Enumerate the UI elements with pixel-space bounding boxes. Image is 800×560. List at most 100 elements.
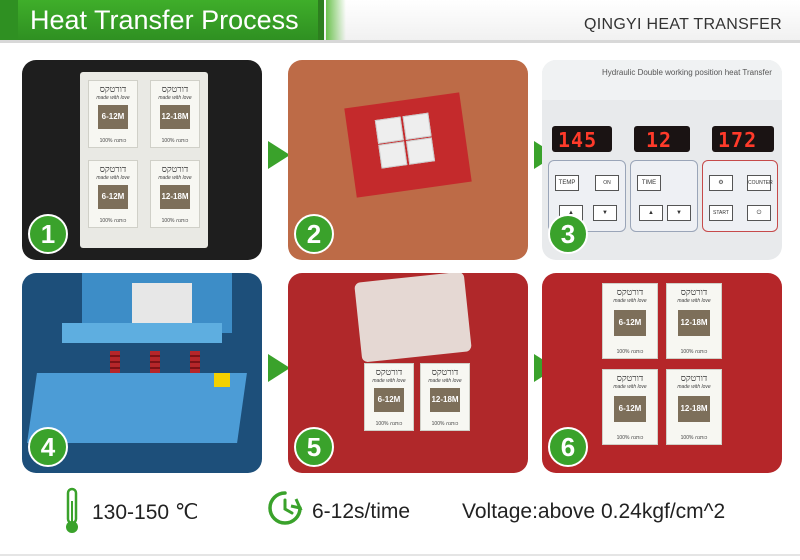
label-card: דורטקס made with love 6-12M כותנה 100%	[602, 369, 658, 445]
page-title: Heat Transfer Process	[30, 5, 299, 35]
on-button[interactable]: ON	[595, 175, 619, 191]
label-size: 12-18M	[678, 396, 710, 422]
label-size: 12-18M	[160, 105, 190, 129]
label-brand: דורטקס	[680, 374, 708, 384]
label-card: דורטקס made with love 12-18M כותנה 100%	[420, 363, 470, 431]
label-card: דורטקס made with love 12-18M כותנה 100%	[666, 369, 722, 445]
label-foot: כותנה 100%	[375, 421, 403, 427]
machine-control-box	[132, 283, 192, 323]
label-card: דורטקס made with love 6-12M כותנה 100%	[88, 80, 138, 148]
counter-button[interactable]: COUNTER	[747, 175, 773, 191]
start-button-group: ⚙ COUNTER START ⏻	[702, 160, 778, 232]
label-size: 6-12M	[614, 310, 646, 336]
step-5-panel: דורטקס made with love 6-12M כותנה 100% ד…	[288, 273, 528, 473]
label-size: 6-12M	[98, 185, 128, 209]
label-sub: made with love	[677, 298, 711, 304]
step-4-panel: 4	[22, 273, 262, 473]
label-brand: דורטקס	[431, 368, 459, 378]
label-foot: כותנה 100%	[680, 349, 708, 355]
label-card: דורטקס made with love 6-12M כותנה 100%	[88, 160, 138, 228]
time-button-group: TIME ▲ ▼	[630, 160, 698, 232]
step-3-panel: Hydraulic Double working position heat T…	[542, 60, 782, 260]
label-brand: דורטקס	[161, 85, 189, 95]
display-value: 12	[646, 128, 673, 152]
label-brand: דורטקס	[99, 165, 127, 175]
time-button[interactable]: TIME	[637, 175, 661, 191]
label-size: 12-18M	[678, 310, 710, 336]
title-tab-edge	[318, 0, 324, 40]
header: Heat Transfer Process QINGYI HEAT TRANSF…	[0, 0, 800, 46]
temp-button[interactable]: TEMP	[555, 175, 579, 191]
voltage-spec: Voltage:above 0.24kgf/cm^2	[462, 500, 726, 523]
bottom-divider	[0, 554, 800, 556]
header-divider	[0, 40, 800, 43]
mode-button[interactable]: ⚙	[709, 175, 733, 191]
label-card: דורטקס made with love 6-12M כותנה 100%	[602, 283, 658, 359]
label-size: 6-12M	[374, 388, 404, 412]
power-button[interactable]: ⏻	[747, 205, 771, 221]
label-brand: דורטקס	[161, 165, 189, 175]
thermometer-icon	[66, 487, 78, 533]
step-2-panel: 2	[288, 60, 528, 260]
label-foot: כותנה 100%	[431, 421, 459, 427]
label-foot: כותנה 100%	[680, 435, 708, 441]
up-button[interactable]: ▲	[639, 205, 663, 221]
label-foot: כותנה 100%	[99, 138, 127, 144]
label-brand: דורטקס	[616, 374, 644, 384]
press-plate	[62, 323, 222, 343]
label-foot: כותנה 100%	[161, 218, 189, 224]
spring	[190, 351, 200, 381]
title-tab	[18, 0, 318, 40]
step-number: 5	[294, 427, 334, 467]
temperature-spec: 130-150 ℃	[92, 501, 199, 524]
step-number: 3	[548, 214, 588, 254]
machine-model-text: Hydraulic Double working position heat T…	[602, 68, 772, 77]
label-foot: כותנה 100%	[161, 138, 189, 144]
label-sheet	[374, 112, 437, 169]
machine-label-strip: Hydraulic Double working position heat T…	[542, 60, 782, 100]
step-number: 1	[28, 214, 68, 254]
brand-name: QINGYI HEAT TRANSFER	[583, 16, 782, 33]
display-value: 145	[558, 128, 598, 152]
label-brand: דורטקס	[375, 368, 403, 378]
down-button[interactable]: ▼	[593, 205, 617, 221]
label-sub: made with love	[96, 175, 130, 181]
start-button[interactable]: START	[709, 205, 733, 221]
label-sub: made with love	[372, 378, 406, 384]
display-value: 172	[718, 128, 758, 152]
step-6-panel: דורטקס made with love 6-12M כותנה 100% ד…	[542, 273, 782, 473]
label-brand: דורטקס	[616, 288, 644, 298]
label-sub: made with love	[96, 95, 130, 101]
label-foot: כותנה 100%	[616, 349, 644, 355]
time-display: 12	[634, 126, 690, 152]
label-sub: made with love	[613, 384, 647, 390]
header-stripes	[0, 0, 18, 40]
label-sub: made with love	[158, 95, 192, 101]
step-1-panel: דורטקס made with love 6-12M כותנה 100% ד…	[22, 60, 262, 260]
peeling-film	[354, 273, 472, 363]
label-sub: made with love	[428, 378, 462, 384]
label-size: 12-18M	[160, 185, 190, 209]
step-number: 4	[28, 427, 68, 467]
label-sub: made with love	[613, 298, 647, 304]
label-card: דורטקס made with love 12-18M כותנה 100%	[150, 160, 200, 228]
label-card: דורטקס made with love 6-12M כותנה 100%	[364, 363, 414, 431]
label-foot: כותנה 100%	[99, 218, 127, 224]
label-size: 6-12M	[98, 105, 128, 129]
label-foot: כותנה 100%	[616, 435, 644, 441]
step-number: 2	[294, 214, 334, 254]
spring	[110, 351, 120, 381]
down-button[interactable]: ▼	[667, 205, 691, 221]
counter-display: 172	[712, 126, 774, 152]
step-number: 6	[548, 427, 588, 467]
time-spec: 6-12s/time	[312, 500, 411, 523]
label-size: 12-18M	[430, 388, 460, 412]
clock-icon	[268, 491, 303, 525]
label-sub: made with love	[677, 384, 711, 390]
title-tab-fade	[326, 0, 346, 40]
warning-sign	[214, 373, 230, 387]
arrow-right-icon	[268, 141, 290, 169]
temperature-display: 145	[552, 126, 612, 152]
label-size: 6-12M	[614, 396, 646, 422]
label-brand: דורטקס	[680, 288, 708, 298]
